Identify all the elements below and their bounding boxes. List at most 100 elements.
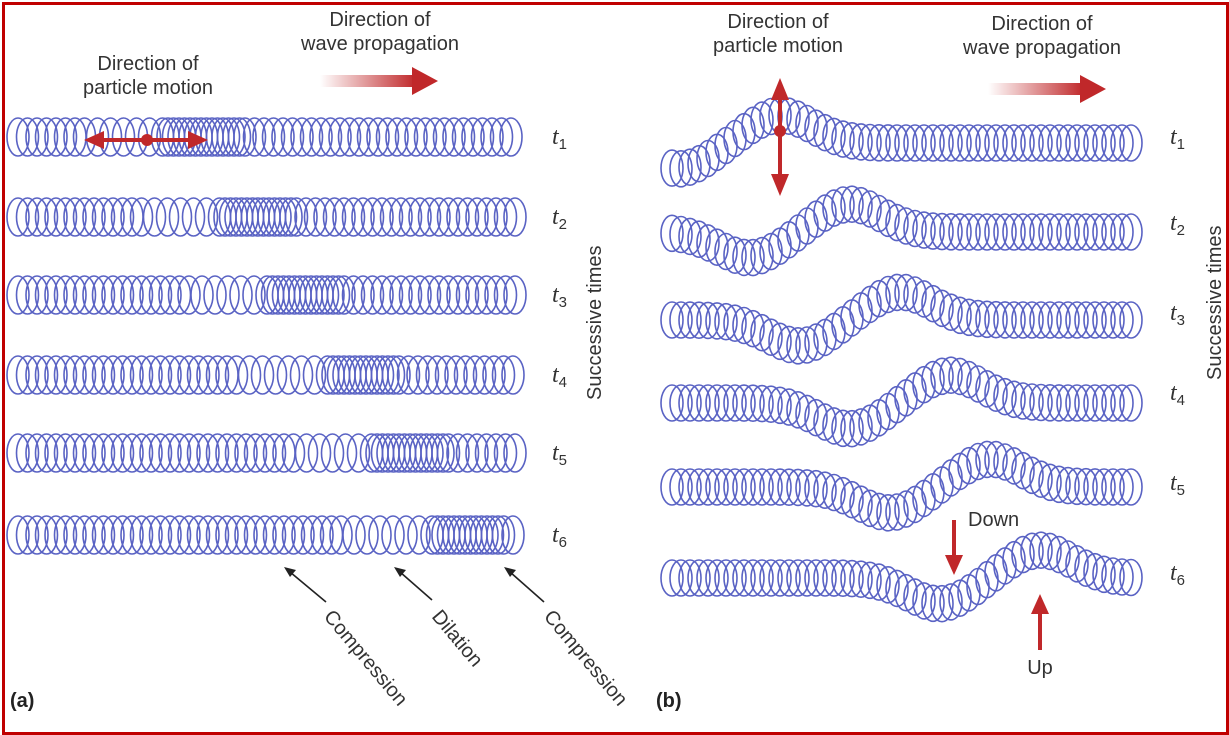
coil: [741, 238, 765, 277]
coil: [1074, 124, 1098, 162]
coil: [158, 515, 182, 555]
coil: [313, 197, 337, 237]
coil: [705, 228, 729, 266]
coil: [1029, 124, 1053, 162]
coil: [404, 117, 428, 157]
coil: [284, 197, 309, 237]
coil: [1011, 213, 1035, 251]
coil: [885, 569, 909, 608]
coil: [813, 403, 837, 441]
coil: [912, 582, 936, 620]
coil: [15, 355, 40, 395]
coil: [91, 275, 116, 315]
coil: [309, 117, 333, 157]
coil: [315, 275, 340, 315]
coil: [1083, 213, 1107, 251]
up-label: Up: [1027, 657, 1053, 679]
coil: [475, 515, 499, 555]
spring-group-b: [660, 96, 1143, 623]
coil: [822, 473, 846, 512]
coil: [129, 197, 154, 237]
coil: [687, 559, 711, 597]
coil: [177, 275, 201, 315]
coil: [1119, 213, 1143, 251]
coil: [370, 355, 395, 395]
coil: [795, 469, 819, 507]
coil: [1110, 124, 1134, 162]
coil: [34, 197, 59, 237]
coil: [167, 355, 192, 395]
coil: [984, 440, 1008, 479]
coil: [894, 490, 918, 528]
coil: [177, 515, 201, 555]
coil: [975, 213, 999, 251]
coil: [329, 515, 353, 555]
coil: [912, 280, 936, 318]
coil: [966, 442, 990, 481]
spring-b-2: [660, 185, 1143, 277]
spring-a-5: [6, 433, 527, 473]
coil: [705, 559, 729, 597]
coil: [930, 357, 954, 396]
coil: [294, 197, 318, 237]
coil: [1101, 124, 1125, 162]
coil: [885, 203, 909, 242]
coil: [660, 301, 684, 339]
coil: [215, 433, 239, 473]
coil: [406, 355, 430, 395]
coil: [332, 197, 356, 237]
coil: [499, 117, 523, 157]
coil: [15, 117, 40, 157]
coil: [310, 515, 334, 555]
coil: [885, 124, 909, 162]
coil: [423, 117, 447, 157]
particle-motion-arrow-b: [771, 78, 789, 196]
coil: [759, 559, 783, 597]
coil: [417, 197, 442, 237]
coil: [1056, 213, 1080, 251]
coil: [262, 515, 287, 555]
coil: [229, 275, 253, 315]
coil: [158, 275, 182, 315]
coil: [224, 515, 249, 555]
coil: [849, 186, 873, 225]
coil: [1101, 468, 1125, 506]
coil: [741, 106, 765, 145]
coil: [849, 408, 873, 446]
coil: [1110, 558, 1134, 596]
coil: [1047, 213, 1071, 251]
coil: [687, 220, 711, 258]
up-arrow: [1031, 594, 1049, 650]
compression-pointer-2: [504, 567, 545, 603]
coil: [1074, 549, 1098, 588]
coil: [669, 559, 693, 597]
coil: [1119, 468, 1143, 506]
coil: [34, 355, 59, 395]
coil: [167, 515, 192, 555]
coil: [975, 440, 999, 479]
coil: [1038, 383, 1062, 422]
coil: [44, 117, 68, 157]
coil: [1020, 124, 1044, 162]
coil: [1047, 535, 1071, 574]
coil: [120, 515, 144, 555]
coil: [768, 559, 792, 597]
coil: [795, 326, 819, 364]
down-arrow: [945, 520, 963, 575]
coil: [831, 476, 855, 515]
coil: [1002, 540, 1026, 579]
coil: [921, 584, 945, 623]
coil: [25, 433, 49, 473]
coil: [777, 388, 801, 426]
coil: [1101, 557, 1125, 595]
coil: [732, 384, 756, 422]
coil: [696, 301, 720, 340]
coil: [474, 275, 499, 315]
coil: [795, 394, 819, 433]
coil: [1056, 466, 1080, 505]
coil: [966, 299, 990, 338]
coil: [759, 318, 783, 357]
coil: [503, 275, 527, 315]
coil: [53, 117, 78, 157]
coil: [1002, 124, 1026, 162]
